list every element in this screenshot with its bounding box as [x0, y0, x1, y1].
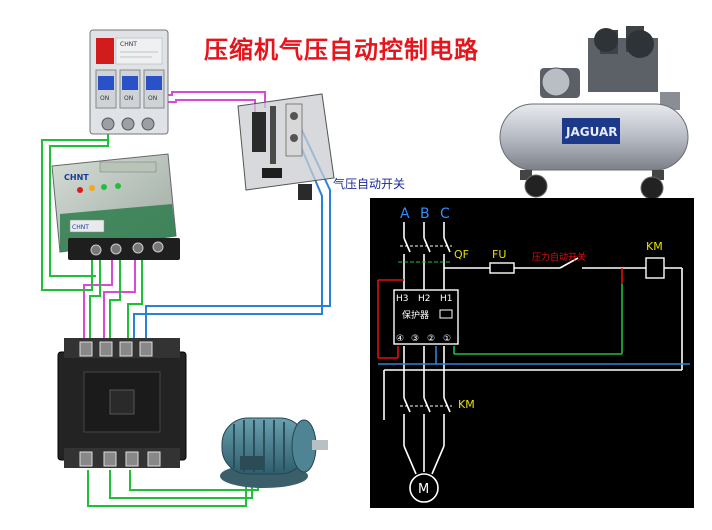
status-led-green — [101, 184, 107, 190]
phase-label: C — [440, 206, 450, 222]
page-title: 压缩机气压自动控制电路 — [204, 36, 479, 64]
breaker-toggle-1[interactable] — [98, 76, 114, 90]
breaker-pole-label: ON — [148, 95, 157, 102]
status-led-amber — [89, 185, 95, 191]
pressure-switch — [237, 93, 335, 200]
pressure-switch-label: 气压自动开关 — [333, 176, 405, 191]
km-coil-symbol — [645, 257, 665, 279]
fu-label: FU — [492, 248, 506, 261]
air-compressor: JAGUAR — [499, 26, 689, 200]
protector-plate-brand: CHNT — [72, 224, 89, 231]
status-led-red — [77, 187, 83, 193]
schematic-pressure-switch-label: 压力自动开关 — [532, 251, 586, 263]
km-coil-label: KM — [646, 240, 663, 253]
schematic-panel: A B C — [370, 198, 694, 508]
phase-label: B — [420, 206, 430, 222]
protector-terminal: H1 — [440, 294, 453, 304]
ac-contactor — [57, 338, 187, 468]
protector-terminal: H3 — [396, 294, 409, 304]
protector-brand: CHNT — [64, 173, 89, 182]
protector-number: ② — [427, 334, 435, 344]
circuit-breaker: CHNT ON ON ON — [89, 29, 169, 135]
protector-number: ④ — [396, 334, 404, 344]
breaker-toggle-2[interactable] — [122, 76, 138, 90]
wires-green — [41, 130, 259, 507]
breaker-brand: CHNT — [120, 41, 137, 48]
electric-motor — [220, 417, 328, 488]
km-contacts-label: KM — [458, 398, 475, 411]
fuse-symbol — [489, 262, 515, 274]
status-led-green — [115, 183, 121, 189]
motor-protector: CHNT CHNT — [51, 153, 180, 260]
protector-number: ① — [443, 334, 451, 344]
compressor-brand: JAGUAR — [565, 125, 618, 139]
motor-symbol-label: M — [418, 482, 429, 497]
breaker-pole-label: ON — [100, 95, 109, 102]
breaker-toggle-3[interactable] — [146, 76, 162, 90]
protector-number: ③ — [411, 334, 419, 344]
protector-name: 保护器 — [402, 309, 429, 321]
qf-label: QF — [454, 248, 469, 261]
motor-symbol — [409, 473, 439, 503]
phase-label: A — [400, 206, 410, 222]
protector-symbol — [393, 289, 459, 345]
protector-terminal: H2 — [418, 294, 431, 304]
breaker-pole-label: ON — [124, 95, 133, 102]
